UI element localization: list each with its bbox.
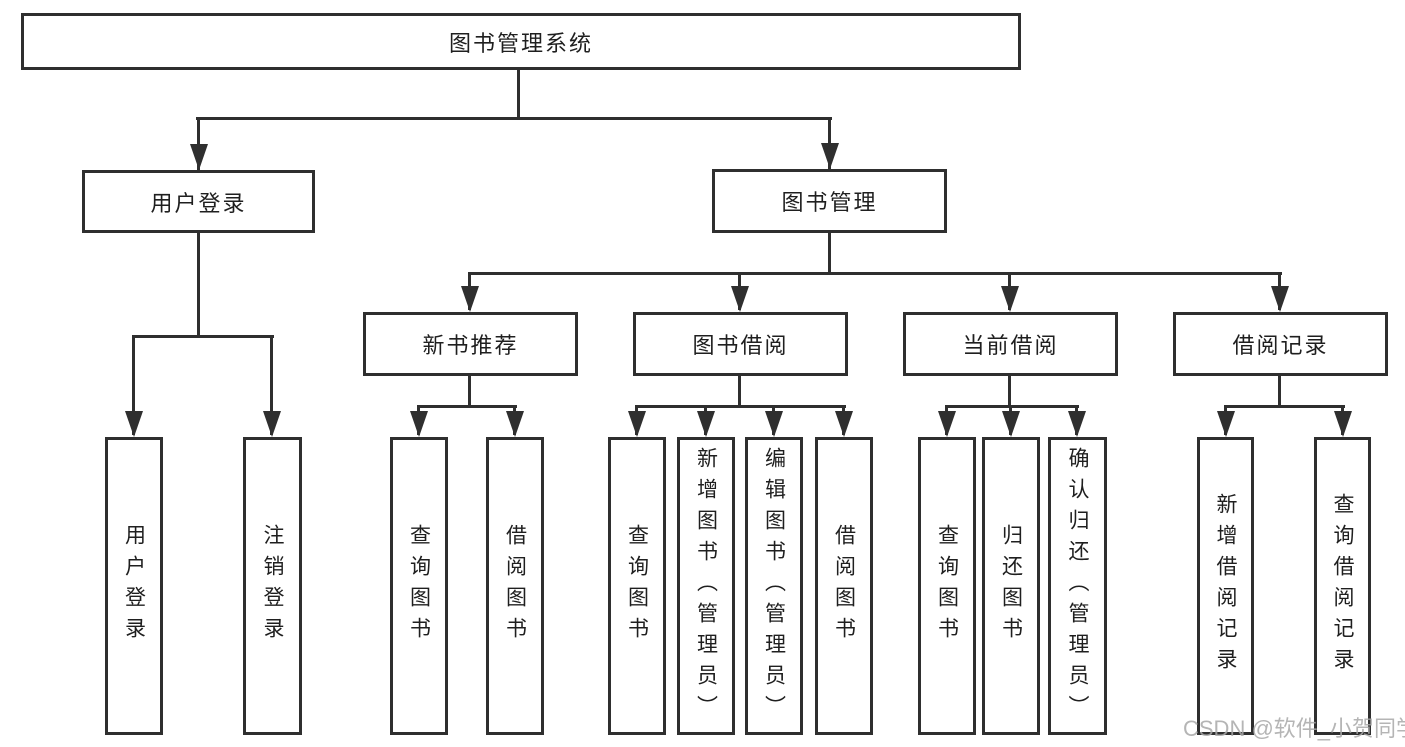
leaf-query-books-borrow: 查询图书 (608, 437, 666, 735)
connector-line (635, 405, 846, 408)
connector-line (945, 405, 1079, 408)
node-label: 用户登录 (150, 190, 247, 216)
node-label: 新书推荐 (422, 333, 519, 358)
arrowhead-down-icon (125, 411, 143, 437)
arrowhead-down-icon (263, 411, 281, 437)
leaf-add-book-admin: 新增图书（管理员） (677, 437, 735, 735)
connector-line (468, 376, 471, 408)
node-label: 当前借阅 (962, 333, 1059, 358)
leaf-return-book: 归还图书 (982, 437, 1040, 735)
csdn-watermark: CSDN @软件_小贺同学 (1183, 716, 1405, 741)
node-borrowing-records: 借阅记录 (1173, 312, 1388, 376)
connector-line (468, 272, 1282, 275)
arrowhead-down-icon (1068, 411, 1086, 437)
connector-line (738, 376, 741, 408)
connector-line (1278, 376, 1281, 408)
arrowhead-down-icon (938, 411, 956, 437)
connector-line (197, 233, 200, 337)
node-label: 图书借阅 (692, 333, 789, 358)
leaf-label: 查询图书 (935, 524, 959, 648)
arrowhead-down-icon (835, 411, 853, 437)
leaf-label: 编辑图书（管理员） (762, 446, 786, 726)
arrowhead-down-icon (1001, 286, 1019, 312)
arrowhead-down-icon (410, 411, 428, 437)
leaf-query-books-current: 查询图书 (918, 437, 976, 735)
arrowhead-down-icon (190, 144, 208, 170)
leaf-user-login: 用户登录 (105, 437, 163, 735)
arrowhead-down-icon (1271, 286, 1289, 312)
arrowhead-down-icon (765, 411, 783, 437)
leaf-add-borrow-record: 新增借阅记录 (1197, 437, 1254, 735)
arrowhead-down-icon (506, 411, 524, 437)
leaf-label: 查询图书 (407, 524, 431, 648)
node-new-book-recommend: 新书推荐 (363, 312, 578, 376)
node-user-login: 用户登录 (82, 170, 315, 233)
node-label: 借阅记录 (1232, 333, 1329, 358)
leaf-borrow-books-borrow: 借阅图书 (815, 437, 873, 735)
connector-line (132, 335, 274, 338)
arrowhead-down-icon (1334, 411, 1352, 437)
leaf-label: 新增借阅记录 (1214, 493, 1238, 679)
connector-line (417, 405, 517, 408)
arrowhead-down-icon (1217, 411, 1235, 437)
leaf-label: 查询借阅记录 (1331, 493, 1355, 679)
node-current-borrowing: 当前借阅 (903, 312, 1118, 376)
connector-line (1008, 376, 1011, 408)
connector-line (132, 335, 135, 435)
arrowhead-down-icon (461, 286, 479, 312)
leaf-label: 用户登录 (122, 524, 146, 648)
node-book-management: 图书管理 (712, 169, 947, 233)
arrowhead-down-icon (821, 143, 839, 169)
leaf-label: 注销登录 (261, 524, 285, 648)
leaf-confirm-return-admin: 确认归还（管理员） (1048, 437, 1107, 735)
connector-line (196, 117, 832, 120)
connector-line (1224, 405, 1345, 408)
leaf-label: 借阅图书 (503, 524, 527, 648)
leaf-query-borrow-record: 查询借阅记录 (1314, 437, 1371, 735)
leaf-borrow-books-recommend: 借阅图书 (486, 437, 544, 735)
connector-line (828, 233, 831, 275)
arrowhead-down-icon (1002, 411, 1020, 437)
leaf-label: 确认归还（管理员） (1066, 446, 1090, 726)
arrowhead-down-icon (697, 411, 715, 437)
connector-line (270, 335, 273, 435)
leaf-query-books-recommend: 查询图书 (390, 437, 448, 735)
arrowhead-down-icon (628, 411, 646, 437)
leaf-label: 新增图书（管理员） (694, 446, 718, 726)
leaf-label: 查询图书 (625, 524, 649, 648)
node-book-borrowing: 图书借阅 (633, 312, 848, 376)
leaf-label: 归还图书 (999, 524, 1023, 648)
leaf-logout: 注销登录 (243, 437, 302, 735)
connector-line (517, 69, 520, 119)
leaf-label: 借阅图书 (832, 524, 856, 648)
leaf-edit-book-admin: 编辑图书（管理员） (745, 437, 803, 735)
connector-line (197, 117, 200, 170)
node-label: 图书管理 (781, 190, 878, 215)
arrowhead-down-icon (731, 286, 749, 312)
node-label: 图书管理系统 (448, 30, 593, 56)
node-book-management-system: 图书管理系统 (21, 13, 1021, 70)
